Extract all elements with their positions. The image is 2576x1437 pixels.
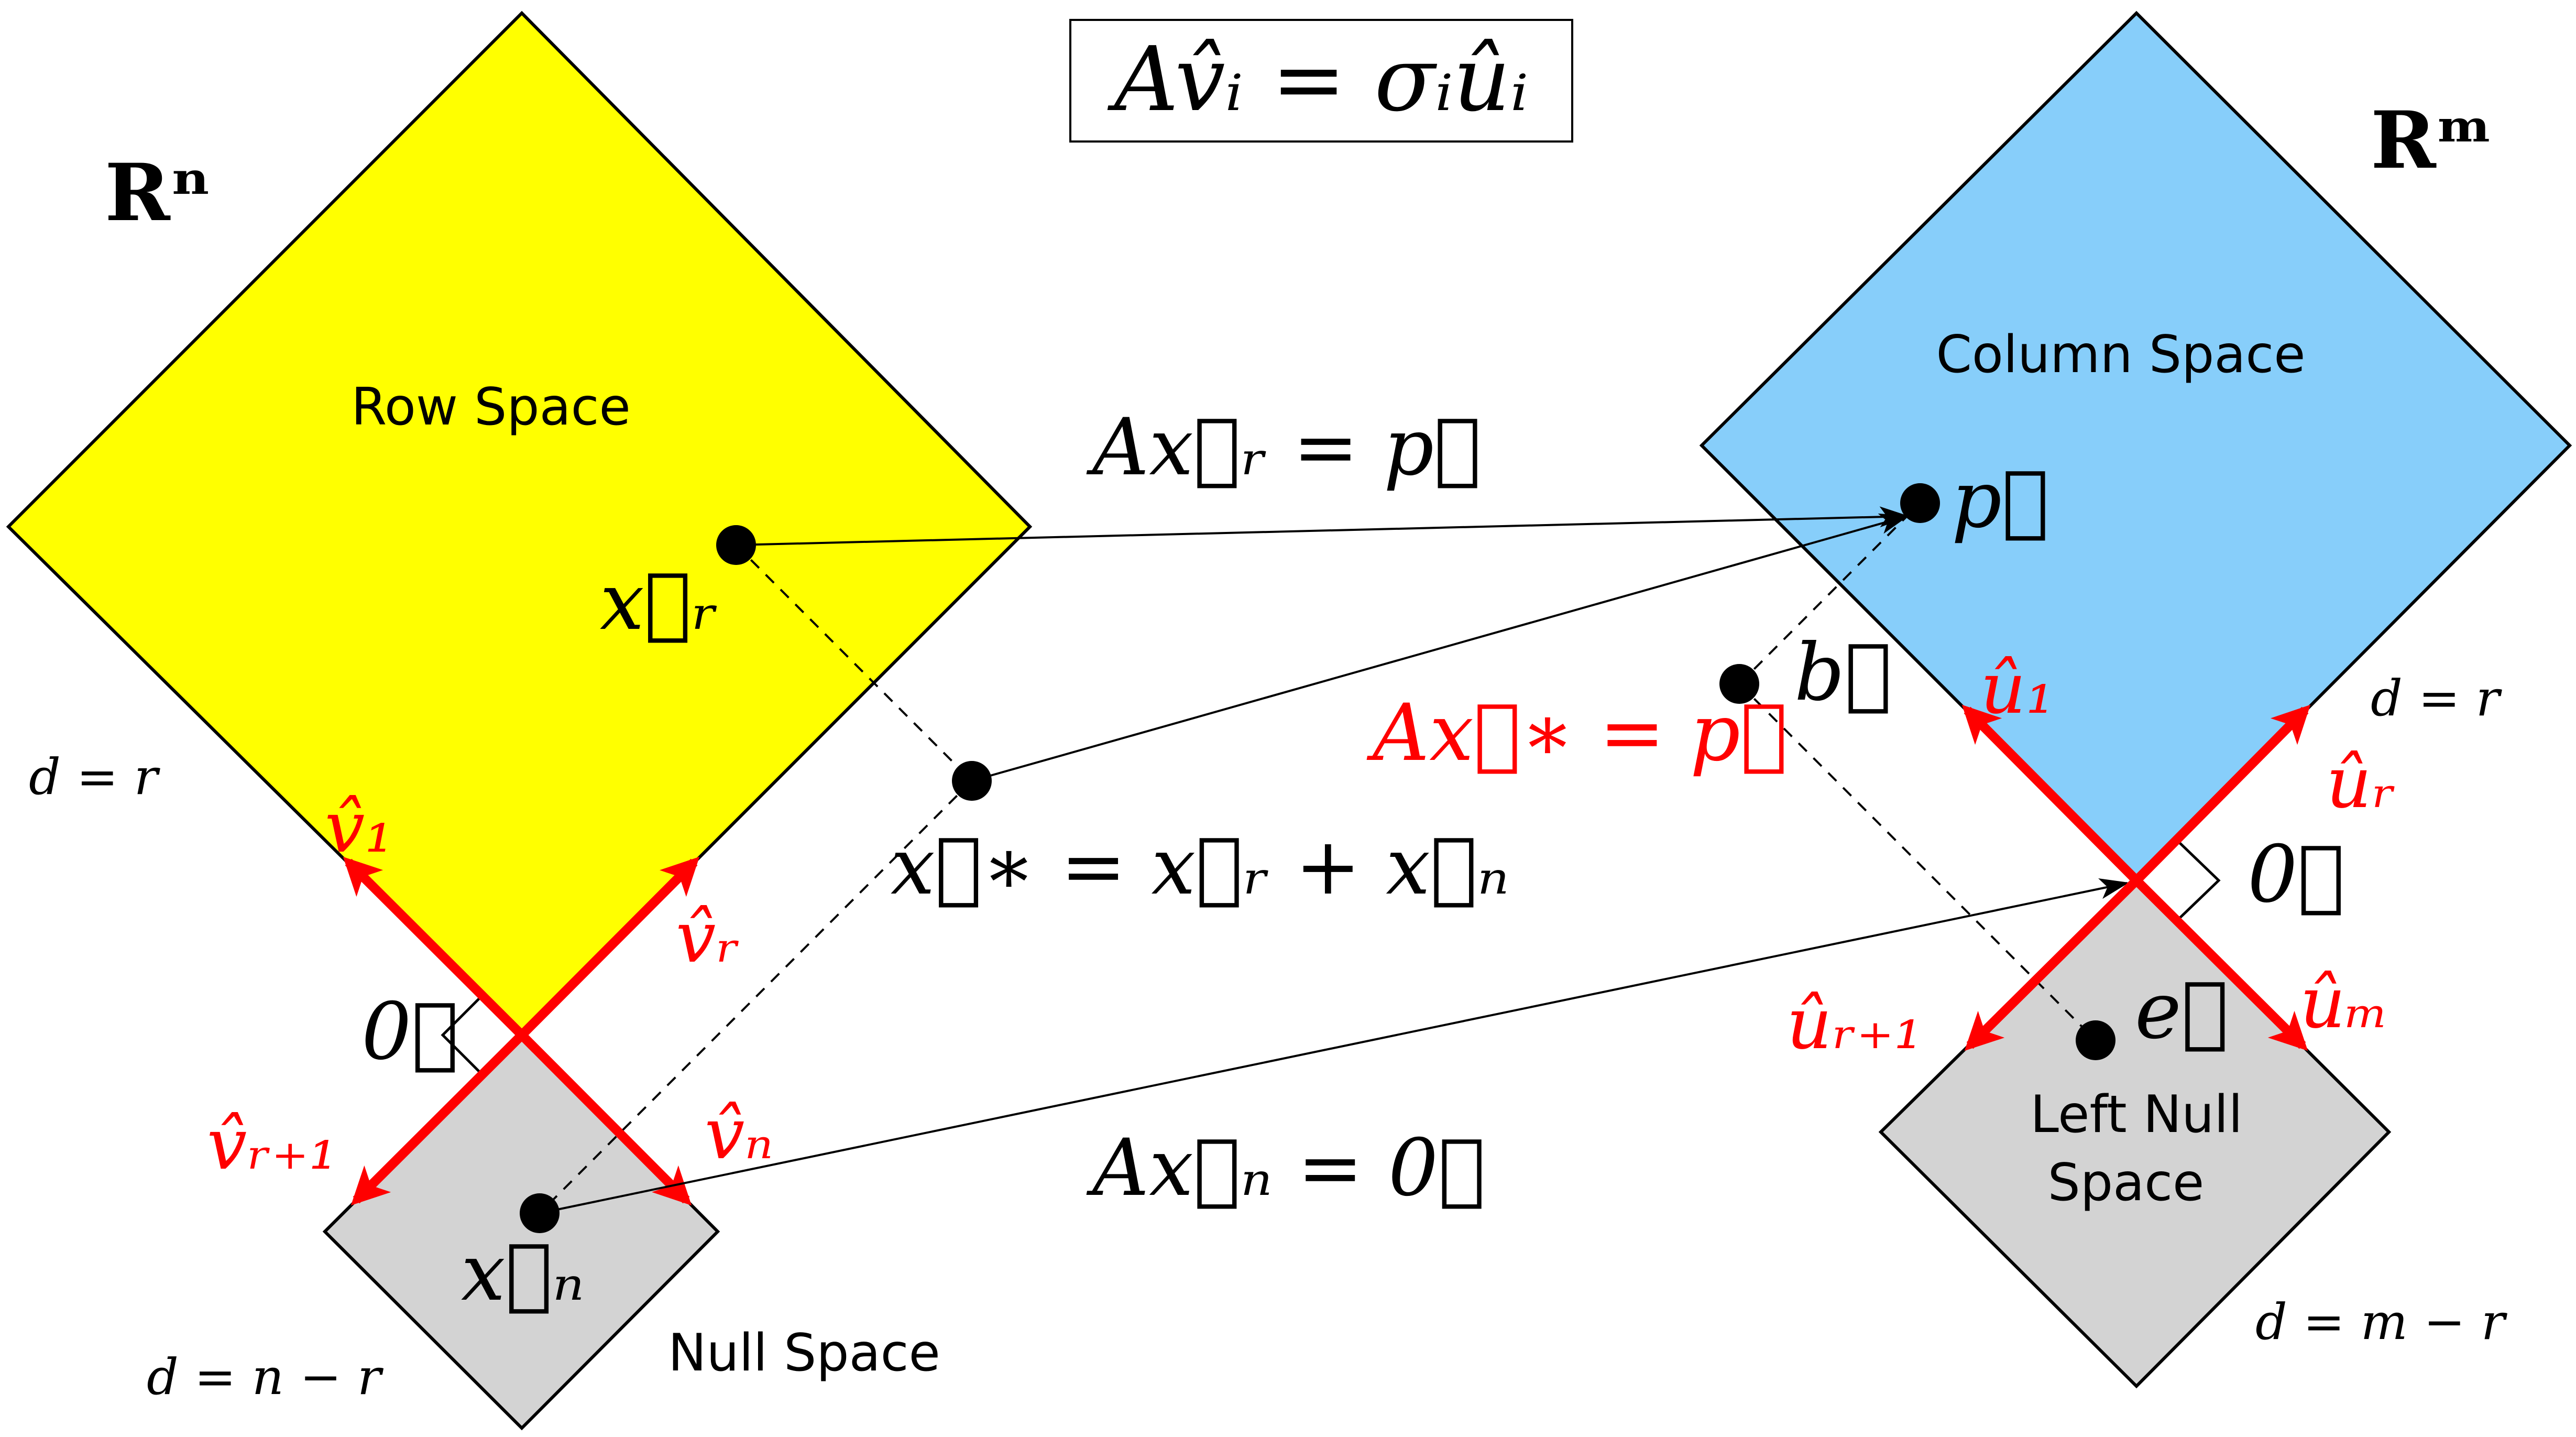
basis-arrow-u1 bbox=[1961, 704, 2140, 884]
left-null-space-label-line2: Space bbox=[2048, 1153, 2205, 1213]
basis-label-v1: v̂₁ bbox=[325, 786, 393, 868]
mapping-label-row-to-column: Ax⃗ᵣ = p⃗ bbox=[1086, 402, 1481, 493]
basis-label-vr: v̂ᵣ bbox=[676, 896, 740, 978]
point-label-b: b⃗ bbox=[1794, 627, 1892, 718]
point-label-xn: x⃗ₙ bbox=[461, 1227, 584, 1319]
point-label-xstar: x⃗∗ = x⃗ᵣ + x⃗ₙ bbox=[891, 821, 1509, 912]
codomain-right-angle bbox=[2176, 839, 2221, 922]
domain-right-angle bbox=[441, 996, 482, 1074]
point-label-xr: x⃗ᵣ bbox=[600, 557, 719, 648]
basis-arrow-vr bbox=[518, 856, 700, 1039]
codomain-origin-label: 0⃗ bbox=[2248, 829, 2344, 920]
point-label-p: p⃗ bbox=[1952, 454, 2049, 546]
left-null-space-label-line1: Left Null bbox=[2030, 1085, 2242, 1145]
basis-label-vn: v̂ₙ bbox=[705, 1093, 773, 1175]
codomain-space-label: Rᵐ bbox=[2371, 94, 2493, 187]
basis-arrow-ur bbox=[2133, 704, 2311, 884]
basis-arrow-v1 bbox=[343, 856, 525, 1039]
title-equation-box bbox=[1069, 19, 1573, 143]
basis-label-u1: û₁ bbox=[1980, 647, 2054, 730]
mapping-arrow-xstar-to-p bbox=[971, 513, 1909, 782]
basis-label-vr1: v̂ᵣ₊₁ bbox=[207, 1103, 337, 1185]
domain-origin-label: 0⃗ bbox=[361, 986, 458, 1077]
basis-arrow-um bbox=[2133, 877, 2308, 1051]
row-space-dimension: d = r bbox=[29, 748, 161, 806]
domain-space-label: Rⁿ bbox=[105, 147, 211, 239]
mapping-arrow-xr-to-p bbox=[736, 506, 1909, 546]
point-e bbox=[2076, 1020, 2115, 1060]
projection-xr-xstar bbox=[735, 544, 973, 782]
basis-arrow-vn bbox=[518, 1031, 692, 1206]
basis-label-um: ûₘ bbox=[2300, 962, 2389, 1044]
basis-arrow-ur1 bbox=[1964, 877, 2140, 1051]
point-label-e: e⃗ bbox=[2135, 965, 2229, 1057]
null-space-dimension: d = n − r bbox=[147, 1348, 384, 1406]
basis-arrow-vr1 bbox=[350, 1031, 525, 1206]
projection-xstar-xn bbox=[539, 780, 973, 1214]
row-space-label: Row Space bbox=[351, 377, 631, 437]
mapping-arrow-xn-to-zero bbox=[539, 878, 2129, 1214]
column-space-dimension: d = r bbox=[2371, 670, 2503, 727]
point-b bbox=[1719, 664, 1759, 704]
basis-label-ur: ûᵣ bbox=[2326, 742, 2396, 824]
left-null-space-dimension: d = m − r bbox=[2255, 1293, 2508, 1351]
mapping-label-null-to-zero: Ax⃗ₙ = 0⃗ bbox=[1086, 1123, 1485, 1214]
point-p bbox=[1900, 483, 1940, 523]
null-space-label: Null Space bbox=[668, 1323, 940, 1383]
column-space-label: Column Space bbox=[1936, 325, 2305, 385]
title-equation: Av̂ᵢ = σᵢûᵢ bbox=[1108, 28, 1529, 132]
basis-label-ur1: ûᵣ₊₁ bbox=[1786, 983, 1922, 1065]
mapping-label-star-to-p: Ax⃗∗ = p⃗ bbox=[1366, 688, 1788, 779]
